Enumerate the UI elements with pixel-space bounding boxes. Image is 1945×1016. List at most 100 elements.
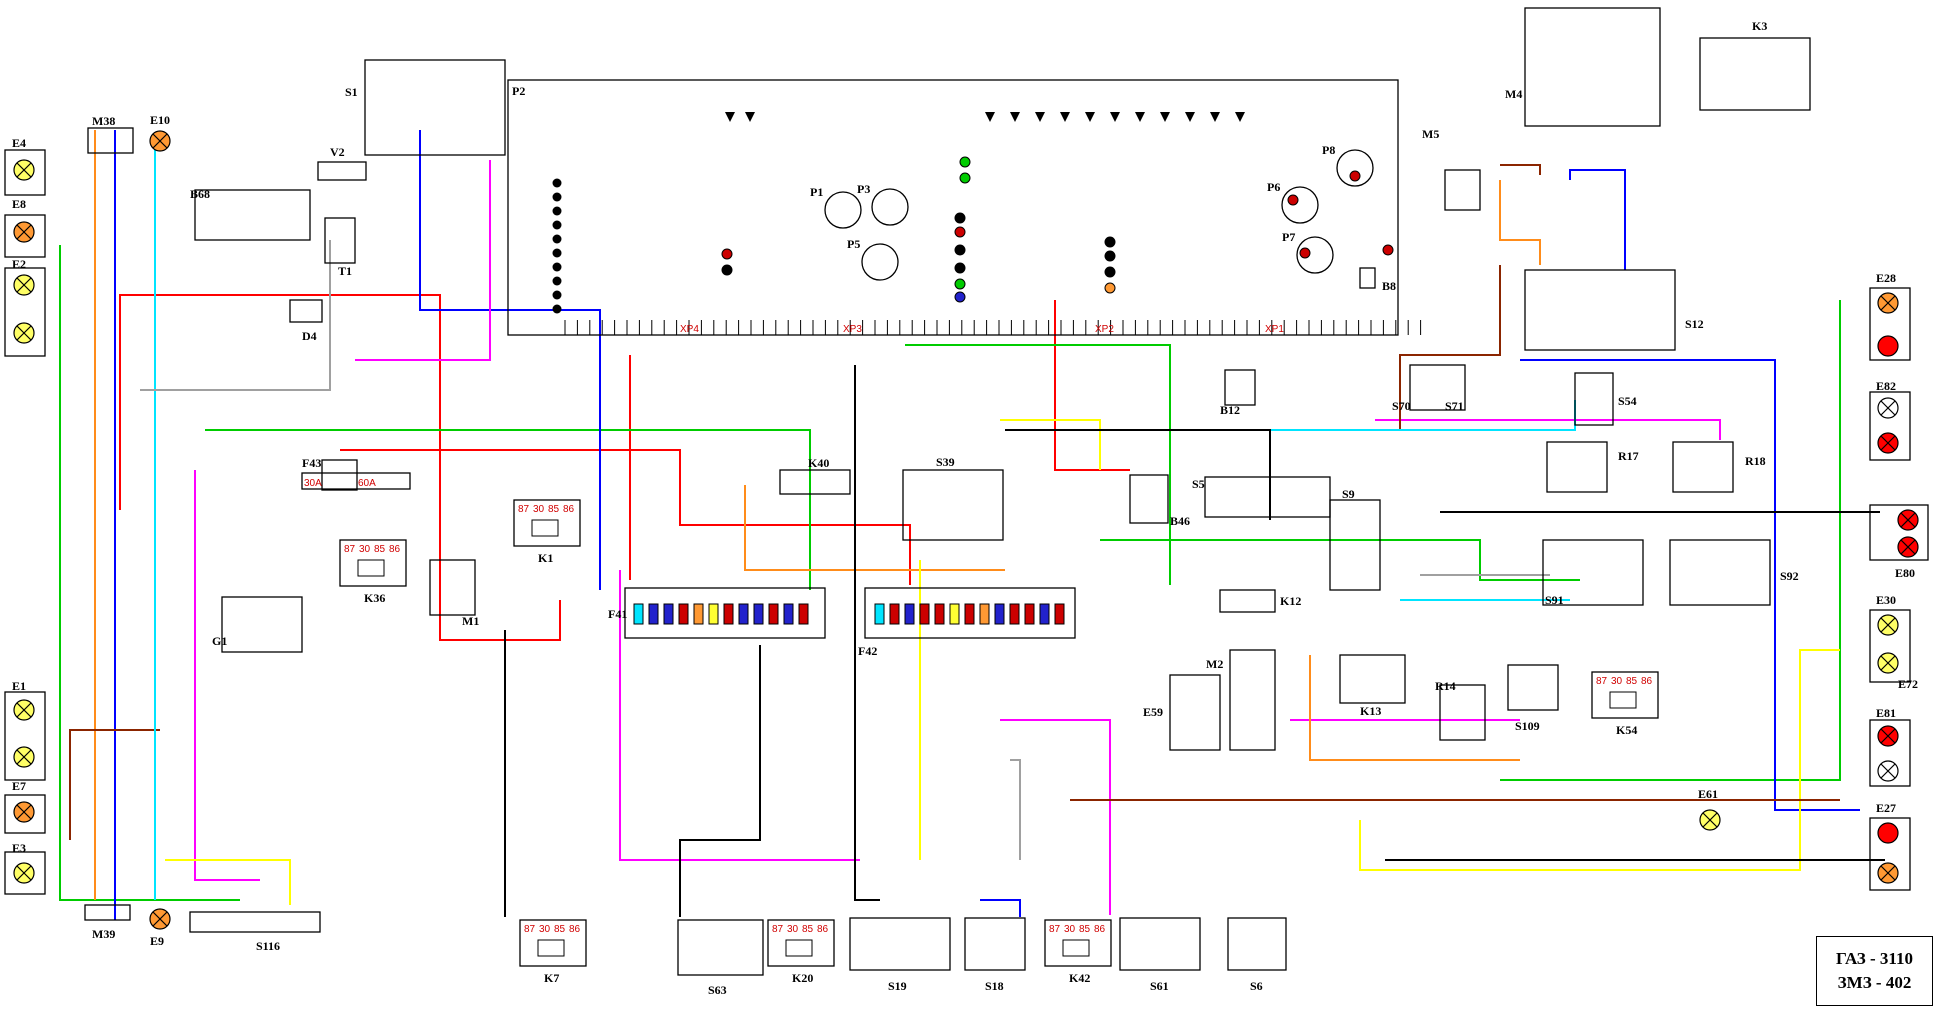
wire	[1100, 539, 1580, 581]
diode	[1035, 112, 1045, 122]
lamp-E27	[1877, 822, 1899, 844]
component-label-F42: F42	[858, 644, 877, 658]
wire	[165, 859, 291, 905]
component-label-M5: M5	[1422, 127, 1439, 141]
wire	[1500, 300, 1841, 781]
lamp-frame	[4, 851, 46, 895]
indicator-lamp	[552, 234, 562, 244]
indicator-lamp	[552, 290, 562, 300]
component-label-P6: P6	[1267, 180, 1280, 194]
warning-lamp	[959, 156, 971, 168]
resistor-R17	[1546, 441, 1608, 493]
lamp-layer	[13, 130, 1919, 930]
fuse	[798, 603, 809, 625]
indicator-lamp	[552, 248, 562, 258]
lamp-cross	[1880, 400, 1896, 416]
gauge-P6	[1281, 186, 1319, 224]
xp-connector-label: XP2	[1095, 324, 1114, 335]
block-B46	[1129, 474, 1169, 524]
component-layer	[4, 7, 1929, 976]
switch-S92	[1669, 539, 1771, 606]
switch-S6	[1227, 917, 1287, 971]
ignition-switch-S1	[364, 59, 506, 156]
diode	[1135, 112, 1145, 122]
relay-coil	[1609, 691, 1637, 709]
relay-pin-label: 85	[548, 504, 560, 515]
sensor-B8	[1359, 267, 1376, 289]
connector-K40	[779, 469, 851, 495]
relay-pin-label: 85	[1626, 676, 1638, 687]
warning-lamp	[1104, 282, 1116, 294]
component-label-K12: K12	[1280, 594, 1301, 608]
component-label-E82: E82	[1876, 379, 1896, 393]
wire	[1359, 649, 1840, 871]
component-label-S70: S70	[1392, 399, 1411, 413]
fuse	[723, 603, 734, 625]
component-label-S12: S12	[1685, 317, 1704, 331]
wire-layer	[59, 130, 1885, 920]
fuse	[874, 603, 885, 625]
motor-M1	[429, 559, 476, 616]
lamp-cross	[1880, 728, 1896, 744]
component-label-S19: S19	[888, 979, 907, 993]
relay-pin-label: 85	[374, 544, 386, 555]
lamp-cross	[16, 224, 32, 240]
component-label-S61: S61	[1150, 979, 1169, 993]
lamp-cross	[16, 749, 32, 765]
relay-K54	[1591, 671, 1659, 719]
component-label-S39: S39	[936, 455, 955, 469]
relay-pin-label: 30	[533, 504, 545, 515]
wire	[355, 160, 491, 361]
motor-M2	[1229, 649, 1276, 751]
component-label-S54: S54	[1618, 394, 1637, 408]
lamp-frame	[1869, 287, 1911, 361]
title-block: ГАЗ - 3110 ЗМЗ - 402	[1816, 936, 1933, 1006]
component-label-E1: E1	[12, 679, 26, 693]
fuse	[633, 603, 644, 625]
component-label-E80: E80	[1895, 566, 1915, 580]
warning-lamp	[1287, 194, 1299, 206]
component-label-P3: P3	[857, 182, 870, 196]
fuse	[1024, 603, 1035, 625]
lamp-frame	[1869, 609, 1911, 683]
warning-lamp	[954, 262, 966, 274]
wire	[1569, 169, 1626, 270]
lamp-frame	[4, 691, 46, 781]
diode	[1085, 112, 1095, 122]
title-line2: ЗМЗ - 402	[1837, 973, 1912, 992]
switch-S61	[1119, 917, 1201, 971]
fuse	[964, 603, 975, 625]
switch-S19	[849, 917, 951, 971]
diode	[1235, 112, 1245, 122]
resistor-R14	[1439, 684, 1486, 741]
lamp-frame	[4, 149, 46, 196]
lamp-cross	[1880, 617, 1896, 633]
warning-lamp	[959, 172, 971, 184]
switch-S91	[1542, 539, 1644, 606]
relay-pin-label: 87	[344, 544, 356, 555]
component-label-S63: S63	[708, 983, 727, 997]
component-label-E59: E59	[1143, 705, 1163, 719]
lamp-cross	[16, 325, 32, 341]
relay-pin-label: 86	[817, 924, 829, 935]
component-label-P1: P1	[810, 185, 823, 199]
relay-pin-label: 87	[524, 924, 536, 935]
diode	[1185, 112, 1195, 122]
relay-coil	[357, 559, 385, 577]
resistor-R18	[1672, 441, 1734, 493]
component-label-P5: P5	[847, 237, 860, 251]
component-label-T1: T1	[338, 264, 352, 278]
component-label-S5: S5	[1192, 477, 1205, 491]
warning-lamp	[1349, 170, 1361, 182]
xp-connector-label: XP3	[843, 324, 862, 335]
component-label-B12: B12	[1220, 403, 1240, 417]
relay-pin-label: 85	[1079, 924, 1091, 935]
component-label-E2: E2	[12, 257, 26, 271]
gauge-P7	[1296, 236, 1334, 274]
wire	[1520, 359, 1860, 811]
relay-label: K54	[1616, 723, 1637, 737]
wire	[744, 485, 1005, 571]
warning-lamp	[721, 264, 733, 276]
wire	[340, 449, 911, 585]
relay-K36	[339, 539, 407, 587]
